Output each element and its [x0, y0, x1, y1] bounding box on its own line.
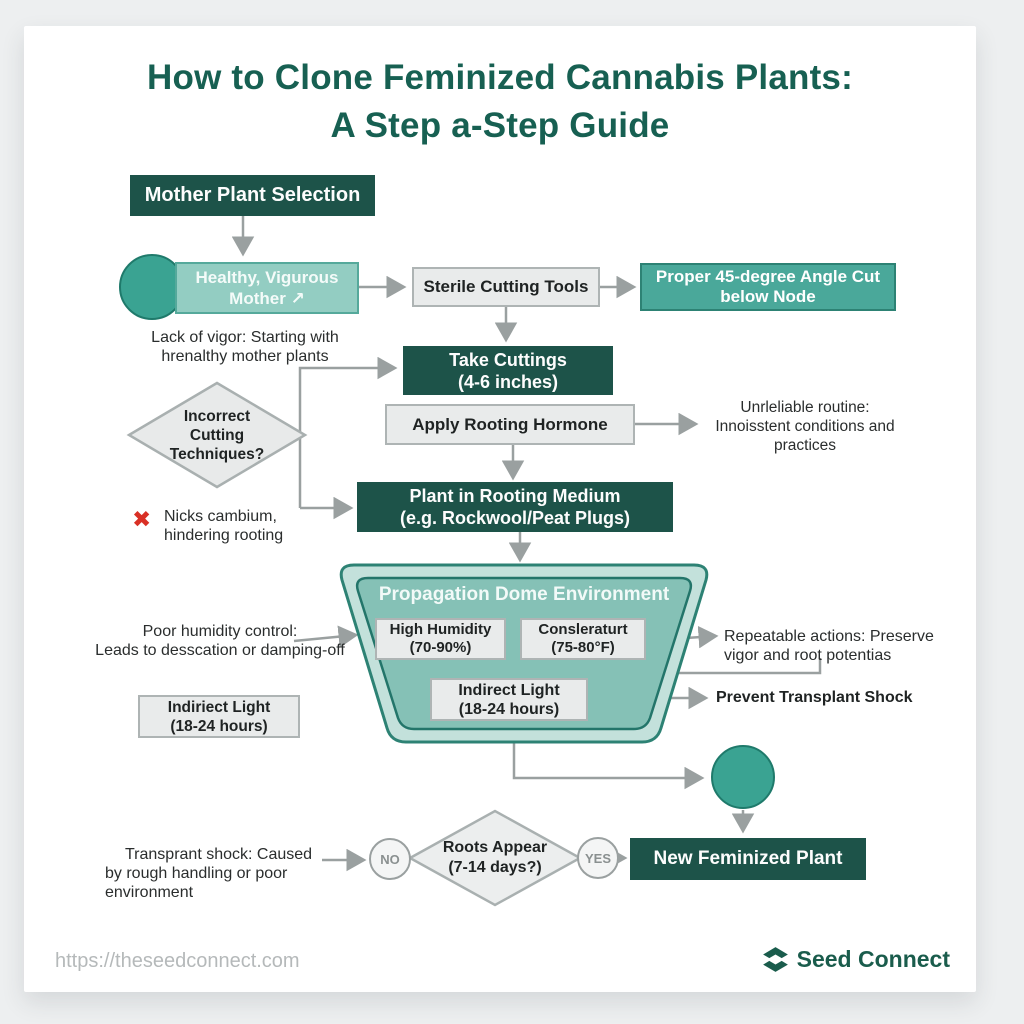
- node-label: High Humidity: [389, 621, 492, 638]
- annotation-transplant-shock: Transprant shock: Caused by rough handli…: [105, 846, 313, 901]
- result-circle: [711, 745, 775, 809]
- node-label: Proper 45-degree Angle Cut: [655, 267, 881, 286]
- footer-url[interactable]: https://theseedconnect.com: [55, 950, 300, 972]
- node-label: Indirect Light: [458, 681, 560, 699]
- node-label: (18-24 hours): [170, 717, 268, 735]
- node-label: Consleraturt: [538, 621, 628, 638]
- annotation-repeatable-actions: Repeatable actions: Preserve vigor and r…: [724, 628, 934, 664]
- decision-no-badge: NO: [369, 838, 411, 880]
- node-mother-plant-selection: Mother Plant Selection: [130, 175, 375, 216]
- node-plant-rooting-medium: Plant in Rooting Medium (e.g. Rockwool/P…: [357, 482, 673, 532]
- node-label: (70-90%): [409, 639, 472, 656]
- node-high-humidity: High Humidity (70-90%): [375, 618, 506, 660]
- node-new-feminized-plant: New Feminized Plant: [630, 838, 866, 880]
- node-sterile-cutting-tools: Sterile Cutting Tools: [412, 267, 600, 307]
- seed-connect-s-icon: [762, 947, 788, 972]
- node-angle-cut: Proper 45-degree Angle Cut below Node: [640, 263, 896, 311]
- brand-name: Seed Connect: [796, 946, 950, 972]
- node-label: Plant in Rooting Medium: [409, 486, 621, 506]
- node-label: (18-24 hours): [458, 700, 560, 718]
- incorrect-cutting-diamond-shape: [126, 381, 308, 489]
- annotation-nicks-cambium: Nicks cambium, hindering rooting: [164, 508, 284, 544]
- decision-yes-badge: YES: [577, 837, 619, 879]
- error-x-icon: ✖: [132, 506, 152, 532]
- node-indirect-light-left: Indiriect Light (18-24 hours): [138, 695, 300, 738]
- annotation-poor-humidity: Poor humidity control: Leads to desscati…: [95, 623, 345, 659]
- node-label: (e.g. Rockwool/Peat Plugs): [399, 508, 631, 528]
- infographic-card: How to Clone Feminized Cannabis Plants: …: [24, 26, 976, 992]
- page-title-line2: A Step a-Step Guide: [330, 106, 670, 145]
- dome-title: Propagation Dome Environment: [378, 584, 670, 605]
- node-indirect-light: Indirect Light (18-24 hours): [430, 678, 588, 721]
- node-label: below Node: [720, 287, 816, 306]
- node-label: Indiriect Light: [167, 698, 271, 716]
- node-label: (75-80°F): [551, 639, 615, 656]
- node-label: Take Cuttings: [449, 349, 567, 370]
- node-apply-rooting-hormone: Apply Rooting Hormone: [385, 404, 635, 445]
- page-title: How to Clone Feminized Cannabis Plants: …: [24, 54, 976, 150]
- node-temperature: Consleraturt (75-80°F): [520, 618, 646, 660]
- node-label: New Feminized Plant: [653, 848, 843, 869]
- node-healthy-mother: Healthy, Vigurous Mother ↗: [175, 262, 359, 314]
- annotation-lack-of-vigor: Lack of vigor: Starting with hrenalthy m…: [151, 329, 339, 365]
- annotation-unreliable-routine: Unrleliable routine: Innoisstent conditi…: [715, 399, 895, 454]
- node-label: Sterile Cutting Tools: [423, 277, 589, 296]
- node-label: Apply Rooting Hormone: [412, 414, 608, 434]
- node-label: Mother ↗: [229, 289, 305, 308]
- node-label: Mother Plant Selection: [144, 184, 361, 206]
- node-take-cuttings: Take Cuttings (4-6 inches): [403, 346, 613, 395]
- brand-logo: Seed Connect: [762, 946, 950, 973]
- node-label: Healthy, Vigurous: [195, 268, 339, 287]
- page-title-line1: How to Clone Feminized Cannabis Plants:: [147, 58, 853, 97]
- decision-roots-appear: Roots Appear (7-14 days?): [442, 839, 548, 876]
- decision-incorrect-cutting: Incorrect Cutting Techniques?: [169, 407, 265, 463]
- annotation-prevent-transplant-shock: Prevent Transplant Shock: [716, 689, 913, 706]
- up-trend-arrow-icon: ↗: [290, 289, 305, 308]
- node-label: (4-6 inches): [457, 371, 559, 392]
